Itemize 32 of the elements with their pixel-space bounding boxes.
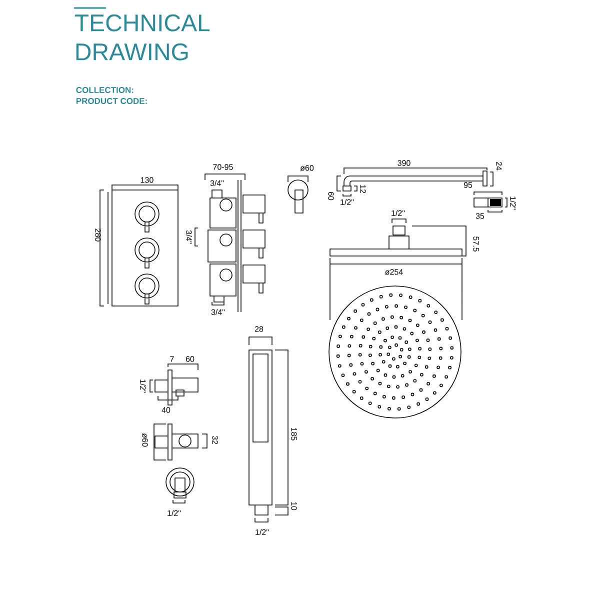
dimension-label: 24 [496, 162, 502, 170]
dimension-label: 185 [291, 428, 297, 440]
dimension-label: 60 [186, 356, 194, 362]
dimension-label: 390 [398, 160, 410, 166]
field-label: COLLECTION: [76, 87, 134, 93]
dimension-label: 60 [328, 192, 334, 200]
dimension-label: 10 [291, 502, 297, 510]
dimension-label: 1/2" [340, 199, 354, 205]
dimension-label: 70-95 [213, 164, 233, 170]
title: TECHNICAL DRAWING [74, 14, 210, 60]
dimension-label: ø60 [142, 433, 148, 447]
dimension-label: ø254 [385, 269, 403, 275]
dimension-label: 95 [464, 182, 472, 188]
dimension-label: 7 [170, 356, 174, 362]
dimension-label: 130 [140, 177, 154, 183]
dimension-label: 1/2" [256, 529, 269, 535]
dimension-label: 12 [360, 185, 366, 194]
field-label: PRODUCT CODE: [76, 98, 147, 104]
dimension-label: 1/2" [140, 380, 146, 393]
dimension-label: 35 [476, 213, 484, 219]
dimension-label: ø60 [300, 165, 314, 171]
dimension-label: 280 [95, 228, 101, 242]
dimension-label: 40 [162, 407, 170, 413]
dimension-label: 3/4" [186, 230, 192, 244]
dimension-label: 1/2" [168, 510, 181, 516]
dimension-label: 1/2" [510, 196, 516, 210]
dimension-label: 3/4" [211, 309, 225, 315]
dimension-label: 28 [254, 326, 264, 332]
dimension-label: 1/2" [392, 210, 405, 216]
dimension-label: 57.5 [473, 236, 479, 252]
dimension-label: 3/4" [210, 180, 224, 186]
dimension-label: 32 [212, 436, 218, 444]
